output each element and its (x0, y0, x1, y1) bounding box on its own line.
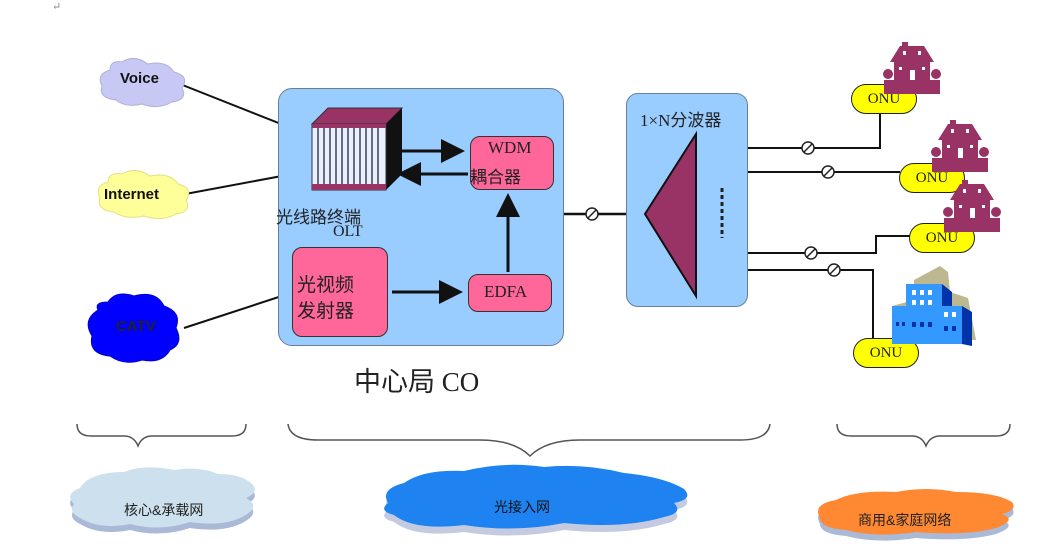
coupler-label: 耦合器 (470, 168, 521, 187)
core-network-cloud[interactable] (70, 467, 255, 534)
onu-label: ONU (869, 344, 903, 361)
internet-label: Internet (104, 186, 160, 203)
connector-icon (801, 141, 815, 155)
core-network-label: 核心&承载网 (124, 502, 204, 518)
office-building-icon (892, 266, 976, 346)
video-transmitter[interactable] (292, 247, 388, 337)
connector-icon (821, 165, 835, 179)
catv-link (183, 291, 295, 329)
home-network-cloud[interactable] (818, 489, 1014, 541)
edfa-amplifier[interactable] (468, 274, 552, 312)
video-tx-label-2: 发射器 (297, 301, 355, 322)
onu-3[interactable]: ONU (909, 223, 975, 253)
internet-cloud[interactable] (97, 170, 190, 220)
home-network-label: 商用&家庭网络 (858, 512, 952, 528)
onu-label: ONU (925, 229, 959, 246)
connector-icon (804, 246, 818, 260)
wdm-label: WDM (488, 138, 532, 157)
onu-label: ONU (867, 90, 901, 107)
branch-1 (696, 108, 881, 149)
voice-cloud[interactable] (99, 58, 186, 108)
voice-label: Voice (120, 70, 159, 87)
connector-icon (585, 207, 599, 221)
access-network-cloud[interactable] (384, 464, 688, 536)
core-network-brace (76, 423, 247, 449)
olt-label-en: OLT (333, 223, 363, 240)
edfa-label: EDFA (484, 282, 528, 301)
branch-3 (702, 235, 910, 254)
access-network-brace (287, 423, 771, 458)
catv-label: CATV (116, 318, 156, 335)
video-tx-label-1: 光视频 (297, 275, 355, 296)
onu-label: ONU (915, 169, 949, 186)
splitter-triangle (643, 130, 697, 300)
olt-label-cn: 光线路终端 (276, 208, 361, 227)
central-office-label: 中心局 CO (354, 367, 480, 397)
access-network-label: 光接入网 (494, 499, 550, 515)
paragraph-mark: ↵ (52, 0, 62, 13)
catv-cloud[interactable] (87, 293, 180, 363)
branch-4 (702, 269, 874, 340)
connector-icon (827, 263, 841, 277)
home-network-brace (836, 423, 1011, 449)
wdm-coupler[interactable] (470, 136, 554, 190)
splitter-label: 1×N分波器 (640, 111, 722, 130)
